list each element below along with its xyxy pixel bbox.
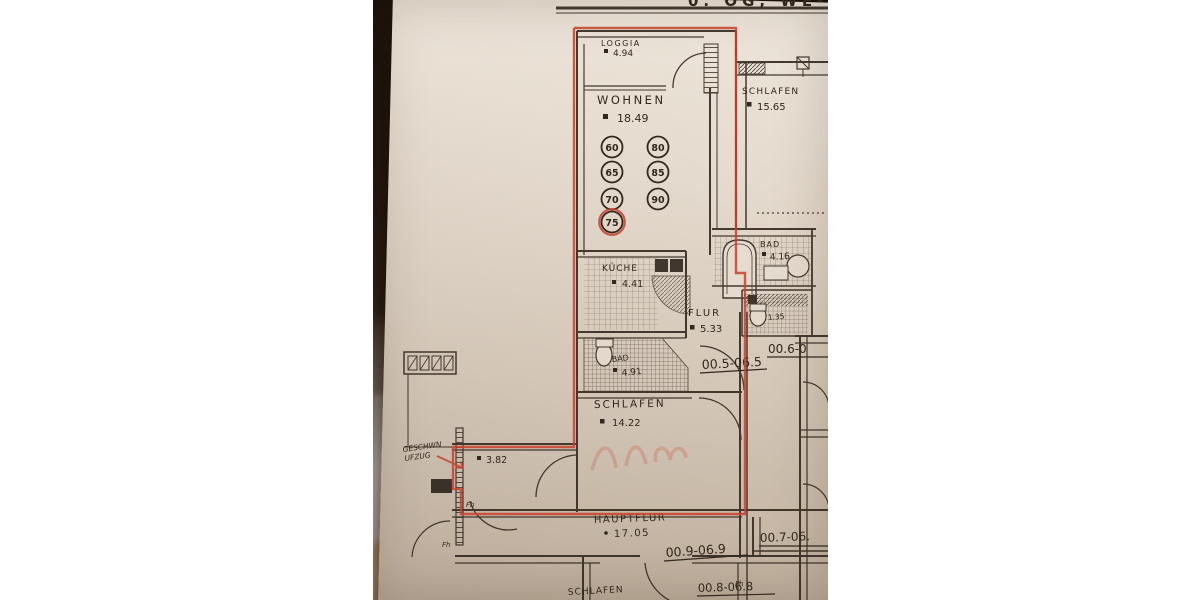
room-label-flur: FLUR bbox=[688, 308, 721, 319]
circle-value: 85 bbox=[651, 168, 664, 179]
room-label-bad-inner: BAD bbox=[611, 353, 629, 364]
sqm-marker bbox=[690, 325, 695, 330]
circle-value: 90 bbox=[651, 195, 665, 206]
room-area-schlafen-mid: 14.22 bbox=[612, 418, 641, 429]
handwritten-note-line2: UFZUG bbox=[404, 450, 431, 463]
red-pen-outline bbox=[436, 26, 747, 516]
room-label-schlafen-right: SCHLAFEN bbox=[742, 87, 799, 97]
room-area-wc: 1.35 bbox=[768, 312, 786, 322]
room-label-schlafen-mid: SCHLAFEN bbox=[594, 398, 666, 411]
circle-value: 60 bbox=[605, 143, 619, 154]
sqm-marker bbox=[600, 419, 605, 424]
unit-number-flat-main: 00.5-06.5 bbox=[701, 354, 762, 372]
red-arrow bbox=[436, 455, 464, 469]
circle-value-highlighted: 75 bbox=[605, 218, 618, 229]
sqm-marker bbox=[603, 114, 608, 119]
door-label-fh1: Fh bbox=[442, 541, 450, 549]
circled-number-grid: 60 65 70 75 80 85 90 bbox=[600, 135, 670, 234]
room-labels: 0. OG, WE-N LOGGIA 4.94 WOHNEN 18.49 SCH… bbox=[568, 0, 828, 598]
room-label-wohnen: WOHNEN bbox=[597, 93, 666, 107]
room-label-kueche: KÜCHE bbox=[602, 263, 638, 274]
unit-number-flat-south-east: 00.7-06. bbox=[760, 529, 811, 545]
door-label-fb: Fb bbox=[466, 501, 475, 509]
door-label-fh2: Fh bbox=[735, 580, 743, 588]
circle-value: 65 bbox=[605, 168, 618, 179]
unit-number-labels: 00.5-06.5 00.6-0 00.9-06.9 00.7-06. 00.8… bbox=[663, 342, 828, 597]
room-area-bad-inner: 4.91 bbox=[621, 367, 642, 379]
room-area-schlafen-right: 15.65 bbox=[757, 102, 786, 113]
room-area-flur: 5.33 bbox=[700, 324, 722, 335]
floorplan-photo: 60 65 70 75 80 85 90 0. OG, WE-N LOGGIA … bbox=[373, 0, 828, 600]
dimension-382: 3.82 bbox=[486, 455, 507, 466]
room-area-hauptflur: 17.05 bbox=[614, 528, 651, 540]
unit-number-corridor: 00.9-06.9 bbox=[665, 541, 726, 560]
circle-value: 80 bbox=[651, 143, 665, 154]
room-area-wohnen: 18.49 bbox=[617, 112, 649, 125]
room-area-loggia: 4.94 bbox=[613, 49, 633, 59]
room-area-kueche: 4.41 bbox=[622, 279, 643, 290]
room-area-bad-right: 4.16 bbox=[770, 252, 791, 263]
unit-number-flat-east: 00.6-0 bbox=[768, 342, 807, 356]
sqm-marker bbox=[604, 49, 608, 53]
room-label-loggia: LOGGIA bbox=[601, 39, 641, 48]
sqm-marker bbox=[762, 252, 766, 256]
red-circle-75 bbox=[598, 208, 626, 236]
small-annotations: GESCHWN UFZUG 3.82 Fb Fh Fh bbox=[402, 440, 743, 588]
sqm-marker bbox=[747, 102, 752, 107]
unit-number-flat-south: 00.8-06.8 bbox=[698, 579, 754, 595]
sqm-marker bbox=[613, 368, 617, 372]
room-label-bad-right: BAD bbox=[760, 240, 780, 249]
circle-value: 70 bbox=[605, 195, 619, 206]
dot-marker bbox=[604, 531, 608, 535]
sqm-marker bbox=[477, 456, 481, 460]
sqm-marker bbox=[612, 280, 616, 284]
header-title: 0. OG, WE-N bbox=[688, 0, 828, 10]
red-faint-scribble bbox=[590, 445, 688, 471]
room-label-schlafen-bottom: SCHLAFEN bbox=[568, 585, 624, 598]
floor-plan-drawing: 60 65 70 75 80 85 90 0. OG, WE-N LOGGIA … bbox=[402, 0, 828, 600]
room-label-hauptflur: HAUPTFLUR bbox=[594, 512, 667, 526]
